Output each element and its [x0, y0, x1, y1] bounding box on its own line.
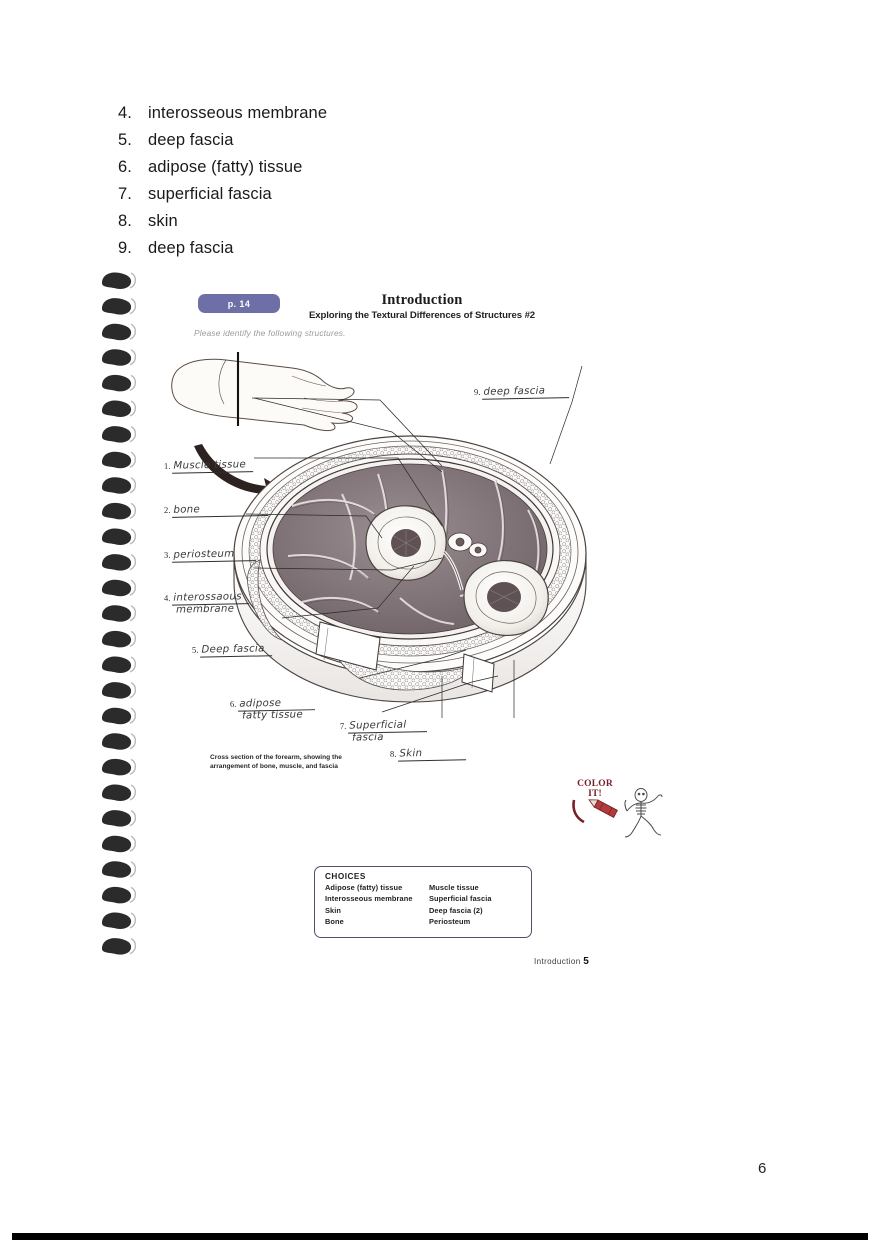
- spiral-binding-icon: [102, 272, 137, 955]
- list-item-label: deep fascia: [148, 131, 234, 149]
- handwritten-label-text: Skin: [398, 747, 467, 762]
- handwritten-label-text: bone: [172, 503, 269, 518]
- list-item: 9. deep fascia: [118, 239, 538, 266]
- leader-lines: [245, 365, 583, 718]
- list-item: 6. adipose (fatty) tissue: [118, 158, 538, 185]
- color-it-line1: COLOR: [577, 779, 613, 789]
- worksheet-page: p. 14 Introduction Exploring the Textura…: [142, 268, 663, 980]
- handwritten-label-text: Deep fascia: [200, 643, 272, 658]
- choice-item: Superficial fascia: [429, 894, 492, 904]
- forearm-reference-drawing: [171, 358, 358, 432]
- bone-ulna: [463, 560, 549, 636]
- handwritten-label-8: 8.Skin: [390, 747, 467, 762]
- color-it-label: COLOR IT!: [572, 779, 618, 800]
- list-item: 8. skin: [118, 212, 538, 239]
- list-item-number: 5.: [118, 131, 132, 149]
- handwritten-label-text-line2: fascia: [352, 731, 384, 744]
- list-item-label: adipose (fatty) tissue: [148, 158, 303, 176]
- handwritten-label-text: Muscle tissue: [172, 459, 254, 474]
- choices-column-right: Muscle tissue Superficial fascia Deep fa…: [423, 882, 521, 927]
- choice-item: Adipose (fatty) tissue: [325, 883, 403, 892]
- figure-caption: Cross section of the forearm, showing th…: [210, 754, 342, 770]
- worksheet-title: Introduction: [381, 292, 463, 308]
- handwritten-label-1: 1.Muscle tissue: [164, 459, 254, 474]
- page-number: 6: [758, 1160, 767, 1177]
- handwritten-label-text-line2: membrane: [176, 603, 235, 616]
- list-item-label: deep fascia: [148, 239, 234, 257]
- crayon-icon: [572, 799, 618, 824]
- choice-item: Deep fascia (2): [429, 905, 483, 915]
- list-item-number: 6.: [118, 158, 132, 176]
- list-item-label: interosseous membrane: [148, 104, 328, 122]
- page-badge: p. 14: [198, 294, 280, 313]
- handwritten-label-9: 9.deep fascia: [474, 385, 570, 400]
- handwritten-label-7: 7.Superficial fascia: [340, 719, 427, 744]
- list-item-number: 7.: [118, 185, 132, 203]
- choice-item: Skin: [325, 905, 342, 915]
- color-it-line2: IT!: [588, 788, 602, 799]
- skeleton-icon: [624, 788, 663, 838]
- handwritten-label-6: 6.adipose fatty tissue: [230, 697, 316, 722]
- page-bottom-bar: [12, 1233, 868, 1240]
- handwritten-label-2: 2.bone: [164, 503, 269, 518]
- choices-title: CHOICES: [325, 872, 366, 881]
- choices-column-left: Adipose (fatty) tissue Interosseous memb…: [325, 882, 423, 927]
- list-item: 5. deep fascia: [118, 131, 538, 158]
- list-item-number: 4.: [118, 104, 132, 122]
- handwritten-label-4: 4.interossaous membrane: [164, 591, 249, 616]
- worksheet-subtitle: Exploring the Textural Differences of St…: [308, 310, 536, 321]
- worksheet-footer-label: Introduction: [534, 957, 581, 966]
- choice-item: Muscle tissue: [429, 883, 479, 892]
- list-item-label: superficial fascia: [148, 185, 272, 203]
- cross-section-body: [233, 435, 587, 703]
- choice-item: Periosteum: [429, 916, 471, 926]
- handwritten-label-3: 3.periosteum: [164, 548, 257, 563]
- list-item: 4. interosseous membrane: [118, 104, 538, 131]
- list-item-label: skin: [148, 212, 178, 230]
- choice-item: Bone: [325, 916, 344, 926]
- neurovascular-bundle: [447, 532, 488, 558]
- worksheet-footer-page: 5: [583, 956, 590, 967]
- bone-radius: [365, 505, 447, 581]
- choice-item: Interosseous membrane: [325, 894, 413, 904]
- handwritten-label-text-line2: fatty tissue: [242, 709, 304, 722]
- answer-list: 4. interosseous membrane 5. deep fascia …: [118, 104, 538, 266]
- list-item: 7. superficial fascia: [118, 185, 538, 212]
- forearm-cross-section-illustration: [171, 352, 587, 718]
- list-item-number: 9.: [118, 239, 132, 257]
- handwritten-label-5: 5.Deep fascia: [192, 643, 272, 658]
- worksheet-instruction: Please identify the following structures…: [194, 328, 346, 338]
- choices-box: CHOICES Adipose (fatty) tissue Interosse…: [314, 866, 532, 938]
- handwritten-label-text: deep fascia: [482, 385, 570, 400]
- worksheet-scan: p. 14 Introduction Exploring the Textura…: [100, 268, 663, 980]
- worksheet-footer: Introduction 5: [534, 956, 589, 967]
- handwritten-label-text: periosteum: [172, 548, 257, 563]
- list-item-number: 8.: [118, 212, 132, 230]
